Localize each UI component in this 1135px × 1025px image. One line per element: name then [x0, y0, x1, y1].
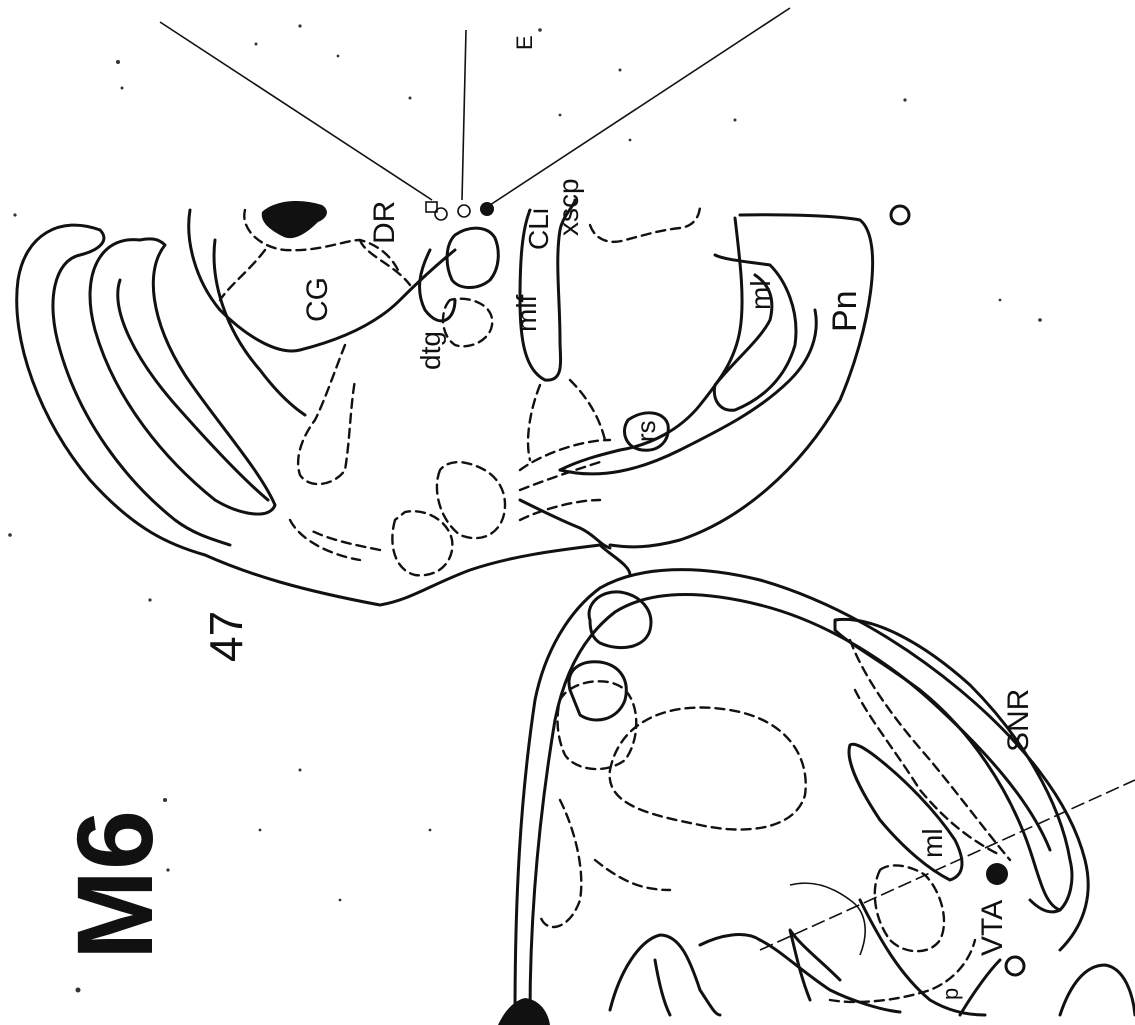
electrode-track-left: [160, 22, 432, 200]
speckle: [538, 28, 542, 32]
snr-outline: [850, 640, 1010, 860]
electrode-tracks: [160, 8, 790, 205]
speckle: [299, 769, 302, 772]
speckle: [148, 598, 151, 601]
label-dtg: dtg: [415, 331, 446, 370]
dtg-nucleus-outline: [298, 345, 355, 484]
base-filled-wedge: [498, 998, 550, 1025]
pons-lower-edge: [520, 500, 610, 548]
open-circle-marker: [435, 208, 447, 220]
speckle: [429, 829, 432, 832]
mlf-nucleus-outline: [443, 299, 492, 347]
speckle: [999, 299, 1002, 302]
periaqueductal-outline: [540, 800, 670, 927]
upper-pontine-section: [17, 200, 873, 605]
aqueduct-dark-shape: [262, 201, 327, 238]
cerebellar-band-1: [90, 239, 275, 514]
label-cli: CLi: [523, 208, 554, 250]
label-snr: SNR: [1002, 689, 1035, 752]
speckle: [298, 24, 301, 27]
speckle: [903, 98, 906, 101]
speckle: [8, 533, 12, 537]
speckle: [259, 829, 262, 832]
ventricle-wall: [214, 240, 305, 415]
label-ml-upper: ml: [745, 280, 776, 310]
colliculus-left: [589, 592, 651, 648]
cerebellar-band-2: [118, 280, 268, 500]
panel-label-m6: M6: [54, 810, 175, 960]
lateral-nucleus-outline: [558, 681, 637, 769]
red-nucleus-outline: [610, 708, 806, 830]
label-xscp: xscp: [553, 178, 584, 236]
label-cg: CG: [301, 277, 334, 322]
cerebral-peduncle-outer: [835, 619, 1072, 910]
open-circle-marker: [458, 205, 470, 217]
interpeduncular-mound: [1060, 965, 1135, 1015]
speckle: [76, 988, 81, 993]
electrode-track-middle: [462, 30, 466, 200]
vta-dashed-outline: [875, 865, 944, 951]
label-p: p: [938, 988, 963, 1000]
speckle: [619, 69, 622, 72]
lower-reticular-outline: [290, 520, 380, 560]
speckle: [121, 87, 124, 90]
label-e: E: [512, 35, 537, 50]
vta-filled-circle-marker: [986, 863, 1008, 885]
speckle: [255, 43, 258, 46]
label-mlf: mlf: [511, 294, 542, 332]
speckle: [13, 213, 16, 216]
labels: M6 47 E DR CG CLi xscp mlf dtg ml Pn rs …: [54, 35, 1035, 1000]
xscp-outline-dashed: [590, 205, 700, 242]
label-rs: rs: [631, 420, 661, 442]
speckle: [409, 97, 412, 100]
speckle: [339, 899, 342, 902]
reticular-outline-2: [392, 511, 452, 575]
speckle: [734, 119, 737, 122]
speckle: [1038, 318, 1042, 322]
label-vta: VTA: [976, 900, 1009, 956]
cli-inner-contour: [420, 250, 455, 321]
lower-midbrain-section: [498, 570, 1135, 1025]
section-number-47: 47: [200, 611, 252, 662]
colliculus-lower: [569, 662, 626, 720]
speckle: [337, 55, 340, 58]
cerebellar-band-outer: [53, 230, 230, 545]
speckle: [163, 798, 167, 802]
open-circle-marker: [1006, 957, 1024, 975]
label-dr: DR: [368, 201, 401, 244]
label-pn: Pn: [826, 290, 864, 332]
speckle: [559, 114, 562, 117]
ml-tract-lower: [849, 744, 962, 880]
speckle: [629, 139, 632, 142]
mammillary-folds: [610, 935, 760, 1015]
cli-nucleus-contour: [447, 228, 498, 287]
pn-basal-contour: [560, 310, 816, 474]
open-circle-marker: [891, 206, 909, 224]
label-ml-lower: ml: [917, 828, 948, 858]
speckle: [116, 60, 120, 64]
filled-circle-marker: [480, 202, 494, 216]
